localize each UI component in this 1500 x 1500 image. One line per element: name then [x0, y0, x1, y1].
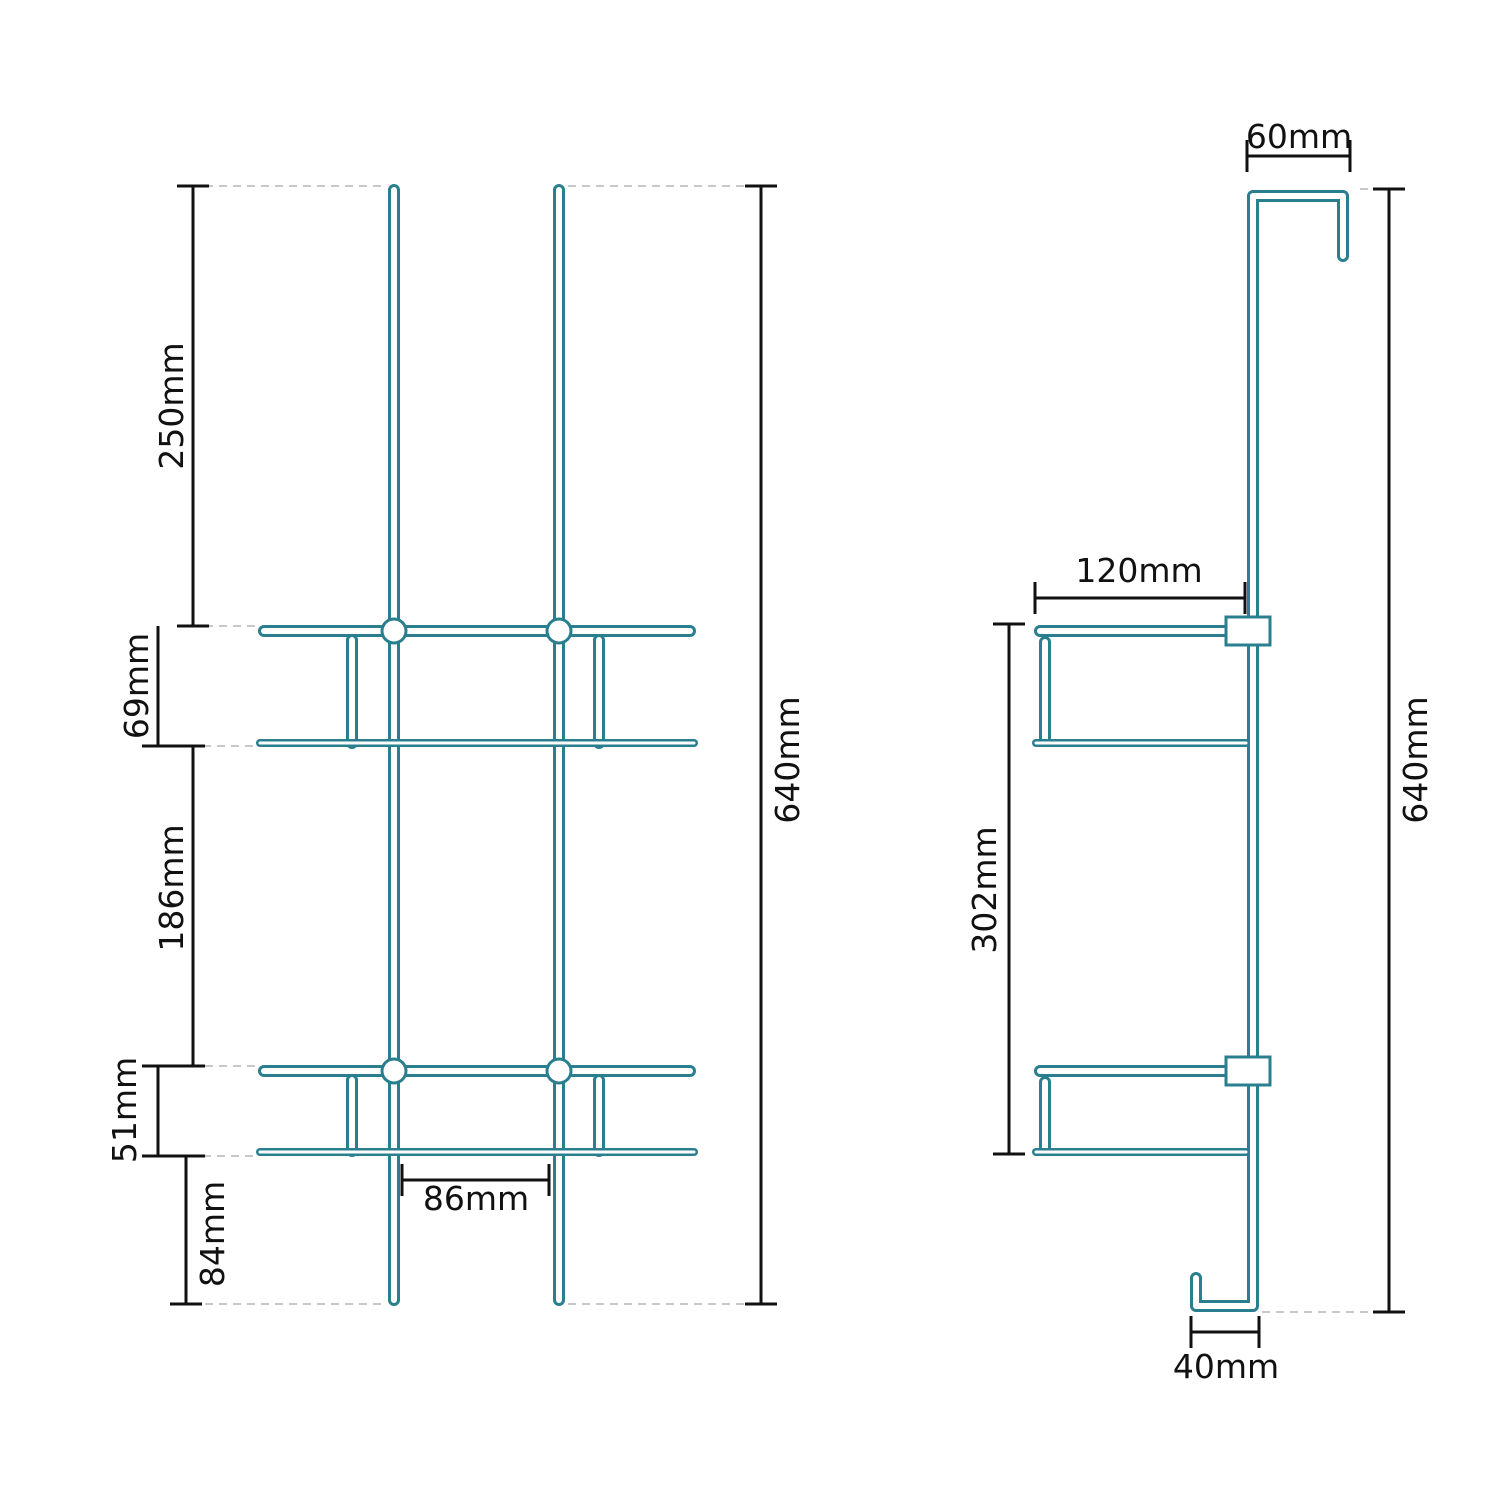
front-lower-shelf-height-label: 51mm: [105, 1057, 144, 1163]
front-rail-spacing-label: 86mm: [423, 1179, 529, 1218]
front-bottom-height-label: 84mm: [193, 1181, 232, 1287]
side-extension-lines: [1262, 188, 1385, 1313]
front-upper-shelf-height-label: 69mm: [117, 633, 156, 739]
side-frame-with-hooks: [1190, 190, 1349, 1312]
side-hook-top-width-label: 60mm: [1246, 117, 1352, 156]
side-upper-shelf: [1032, 615, 1272, 747]
side-hook-bottom-width-label: 40mm: [1173, 1347, 1279, 1386]
front-dimension-lines: [142, 184, 777, 1306]
front-overall-height-label: 640mm: [768, 696, 807, 823]
front-shelf-gap-label: 186mm: [152, 824, 191, 951]
front-extension-lines: [175, 185, 745, 1305]
front-upper-shelf: [256, 617, 698, 749]
side-dimension-lines: [993, 140, 1405, 1348]
side-shelf-depth-label: 120mm: [1075, 551, 1202, 590]
side-overall-height-label: 640mm: [1396, 696, 1435, 823]
front-top-height-label: 250mm: [152, 342, 191, 469]
side-shelf-span-label: 302mm: [965, 826, 1004, 953]
front-view: 250mm 69mm 186mm 51mm 84mm 86mm 640mm: [105, 184, 807, 1306]
side-view: 60mm 120mm 302mm 640mm 40mm: [965, 117, 1435, 1386]
front-lower-shelf: [256, 1057, 698, 1157]
side-lower-shelf: [1032, 1055, 1272, 1156]
